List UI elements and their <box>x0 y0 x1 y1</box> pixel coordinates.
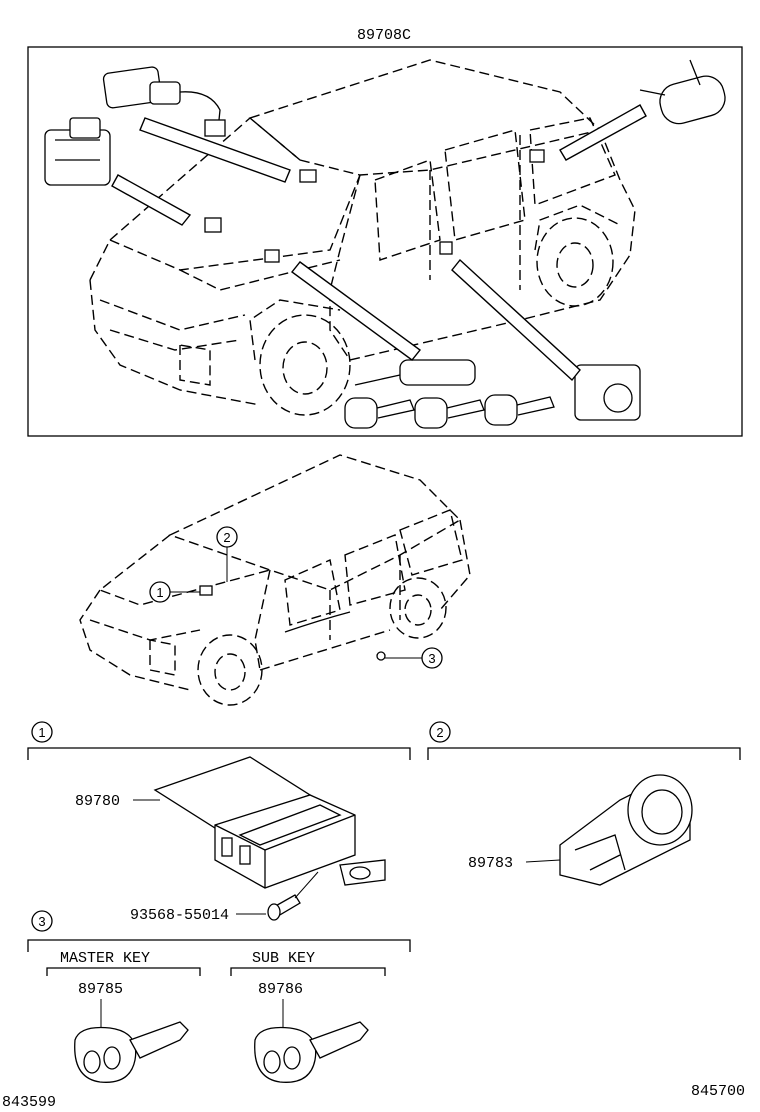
top-panel-frame <box>27 46 743 437</box>
door-lock-cylinder-sketch <box>639 59 726 125</box>
top-keys-sketch <box>344 394 555 429</box>
master-key-sketch <box>74 1021 189 1083</box>
panel-title: 89708C <box>357 27 411 44</box>
section-3-header: 3 <box>27 910 411 952</box>
part-89780-label: 89780 <box>75 793 120 810</box>
steering-lock-sketch <box>44 117 111 186</box>
part-93568-55014-label: 93568-55014 <box>130 907 229 924</box>
svg-text:1: 1 <box>156 585 163 600</box>
footer-left-code: 843599 <box>2 1094 56 1111</box>
sub-key-part-label: 89786 <box>258 981 303 998</box>
callout-2: 2 <box>216 526 238 582</box>
middle-vehicle-outline <box>79 454 471 706</box>
section-1-header: 1 <box>27 721 411 760</box>
svg-text:2: 2 <box>223 530 230 545</box>
bolt-sketch <box>267 871 319 921</box>
cylinder-set-sketch <box>354 359 476 386</box>
svg-text:1: 1 <box>38 725 45 740</box>
svg-text:3: 3 <box>428 651 435 666</box>
callout-1: 1 <box>149 581 213 603</box>
footer-right-code: 845700 <box>691 1083 745 1100</box>
master-key-bracket <box>46 967 201 976</box>
part-89783-leader <box>525 859 561 863</box>
ignition-switch-sketch <box>102 66 226 137</box>
master-key-part-label: 89785 <box>78 981 123 998</box>
master-key-label: MASTER KEY <box>60 950 150 967</box>
top-pointer-arrows <box>111 104 647 382</box>
part-89783-label: 89783 <box>468 855 513 872</box>
section-2-header: 2 <box>427 721 741 760</box>
transponder-coil-sketch <box>559 774 693 886</box>
sub-key-sketch <box>254 1021 369 1083</box>
trunk-cylinder-sketch <box>574 364 641 421</box>
sub-key-bracket <box>230 967 386 976</box>
callout-3: 3 <box>376 647 443 669</box>
transponder-ecu-sketch <box>153 756 386 889</box>
svg-text:2: 2 <box>436 725 443 740</box>
svg-text:3: 3 <box>38 914 45 929</box>
sub-key-label: SUB KEY <box>252 950 315 967</box>
